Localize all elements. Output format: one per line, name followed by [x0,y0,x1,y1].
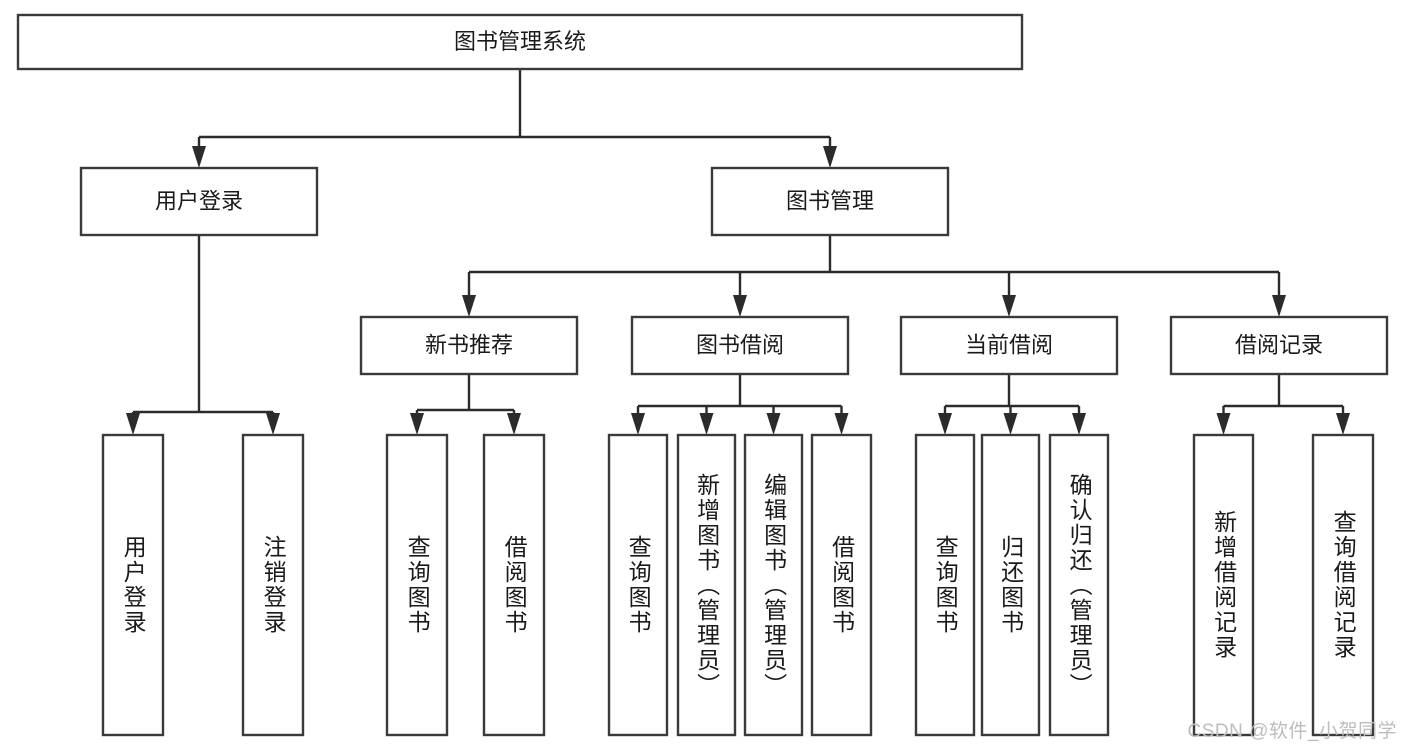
node-box-leaf-user-login[interactable] [101,433,165,737]
node-label-current-borrow: 当前借阅 [965,332,1053,357]
node-box-leaf-edit-book[interactable] [743,433,804,737]
node-box-borrow-record[interactable] [1169,315,1389,376]
node-box-leaf-borrow-book-1[interactable] [482,433,546,737]
arrow-head-icon [126,413,140,435]
arrow-head-icon [733,295,747,317]
node-label-book-borrow: 图书借阅 [696,332,784,357]
node-box-leaf-borrow-book-2[interactable] [810,433,873,737]
connectors-layer [126,69,1350,435]
node-box-leaf-query-book-3[interactable] [914,433,976,737]
arrow-head-icon [1216,413,1231,435]
node-label-new-book-recommend: 新书推荐 [425,332,513,357]
node-box-leaf-add-record[interactable] [1192,433,1255,737]
node-box-leaf-logout[interactable] [241,433,305,737]
arrow-head-icon [823,146,837,168]
node-box-root[interactable] [16,13,1024,71]
node-box-leaf-query-book-2[interactable] [607,433,669,737]
arrow-head-icon [1002,295,1016,317]
arrow-head-icon [1003,413,1018,435]
arrow-head-icon [834,413,849,435]
node-label-borrow-record: 借阅记录 [1235,332,1323,357]
node-box-leaf-return-book[interactable] [980,433,1041,737]
node-label-user-login: 用户登录 [155,188,243,213]
node-box-leaf-add-book[interactable] [676,433,737,737]
arrow-head-icon [1072,413,1086,435]
node-box-leaf-confirm-return[interactable] [1048,433,1110,737]
boxes-layer [16,13,1389,737]
arrow-head-icon [192,146,206,168]
node-box-book-borrow[interactable] [630,315,850,376]
node-box-leaf-query-record[interactable] [1311,433,1375,737]
node-box-current-borrow[interactable] [899,315,1119,376]
node-box-user-login[interactable] [79,166,319,237]
arrow-head-icon [1272,295,1286,317]
arrow-head-icon [1336,413,1350,435]
arrow-head-icon [507,413,521,435]
arrow-head-icon [410,413,424,435]
arrow-head-icon [766,413,781,435]
node-label-root: 图书管理系统 [454,29,586,54]
node-box-new-book-recommend[interactable] [359,315,579,376]
csdn-watermark: CSDN @软件_小贺同学 [1187,721,1397,742]
arrow-head-icon [631,413,645,435]
node-box-book-manage[interactable] [710,166,950,237]
arrow-head-icon [699,413,714,435]
arrow-head-icon [266,413,280,435]
arrow-head-icon [462,295,476,317]
arrow-head-icon [938,413,952,435]
node-label-book-manage: 图书管理 [786,188,874,213]
node-box-leaf-query-book-1[interactable] [385,433,449,737]
